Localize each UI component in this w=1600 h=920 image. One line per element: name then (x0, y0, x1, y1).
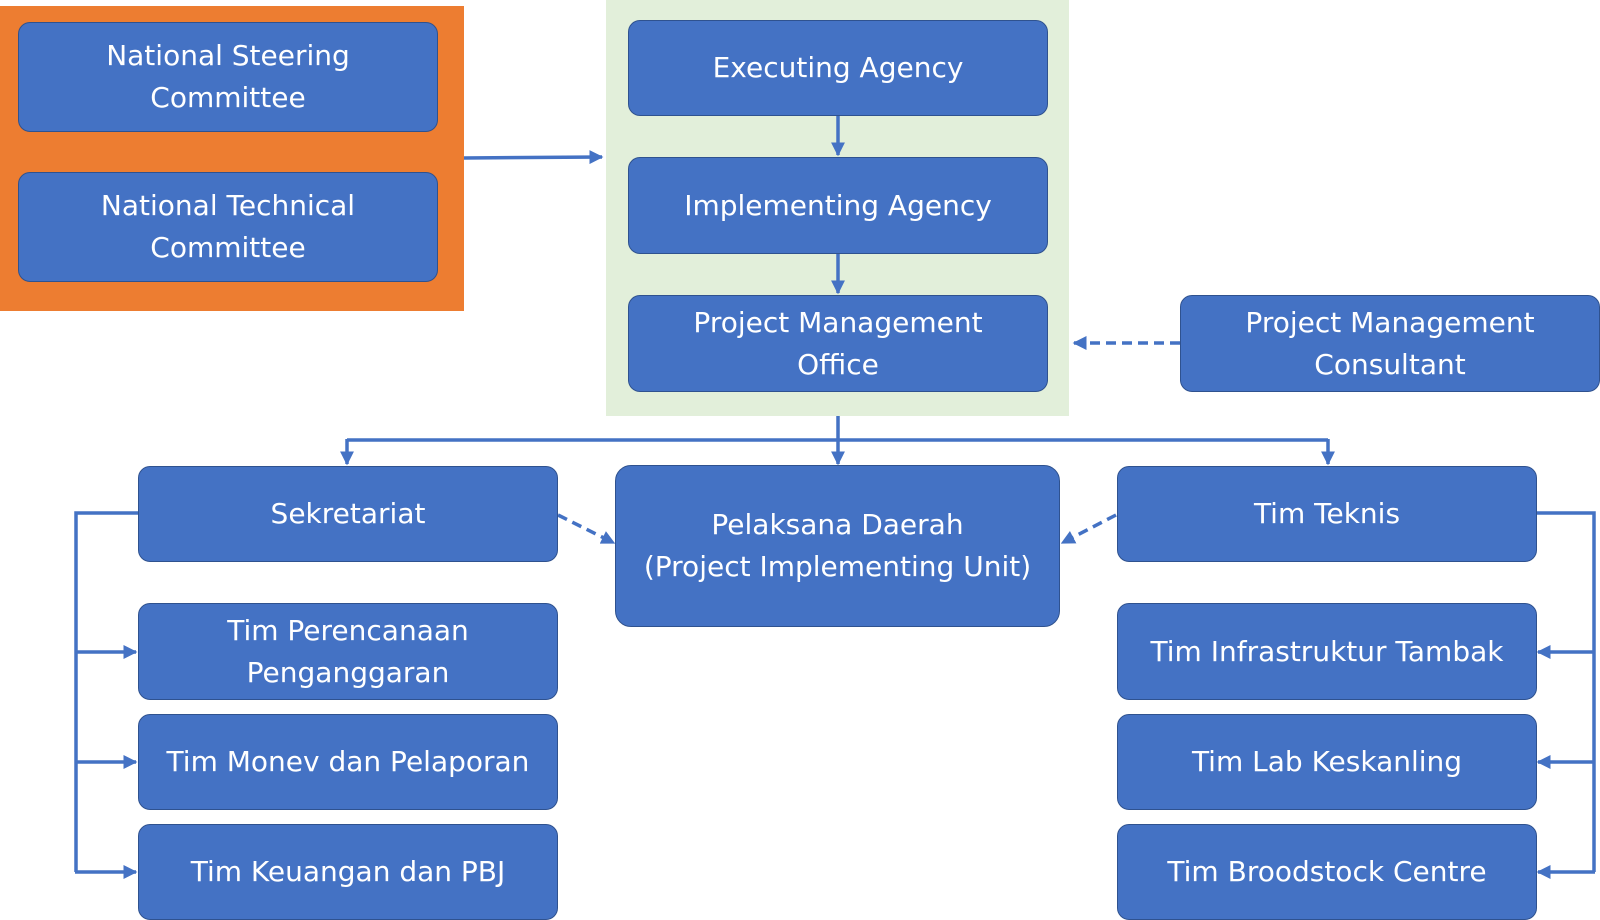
arrow-teknis-to-pelaksana (1060, 513, 1117, 545)
node-executing-agency: Executing Agency (628, 20, 1048, 116)
node-label: Executing Agency (712, 51, 964, 84)
node-label: Project Management Consultant (1245, 305, 1535, 381)
node-pelaksana-daerah: Pelaksana Daerah (Project Implementing U… (615, 465, 1060, 627)
node-label: Tim Perencanaan Penganggaran (227, 613, 469, 689)
node-tim-perencanaan-penganggaran: Tim Perencanaan Penganggaran (138, 603, 558, 700)
node-label: Tim Lab Keskanling (1191, 745, 1463, 778)
node-national-steering-committee: National Steering Committee (18, 22, 438, 132)
node-label: Tim Teknis (1253, 497, 1401, 530)
node-tim-monev-dan-pelaporan: Tim Monev dan Pelaporan (138, 714, 558, 810)
node-label: Pelaksana Daerah (Project Implementing U… (643, 508, 1032, 583)
node-label: Tim Broodstock Centre (1167, 855, 1487, 888)
node-project-management-consultant: Project Management Consultant (1180, 295, 1600, 392)
connector-left-bracket (74, 511, 138, 872)
node-tim-keuangan-dan-pbj: Tim Keuangan dan PBJ (138, 824, 558, 920)
node-tim-infrastruktur-tambak: Tim Infrastruktur Tambak (1117, 603, 1537, 700)
node-label: Tim Keuangan dan PBJ (190, 855, 506, 888)
node-label: Tim Infrastruktur Tambak (1150, 634, 1504, 668)
node-implementing-agency: Implementing Agency (628, 157, 1048, 254)
connector-distribution-bar (347, 416, 1328, 442)
node-label: Implementing Agency (684, 188, 992, 222)
node-project-management-office: Project Management Office (628, 295, 1048, 392)
node-label: Tim Monev dan Pelaporan (166, 745, 530, 778)
node-tim-broodstock-centre: Tim Broodstock Centre (1117, 824, 1537, 920)
node-tim-lab-keskanling: Tim Lab Keskanling (1117, 714, 1537, 810)
connector-right-bracket (1536, 511, 1596, 872)
node-tim-teknis: Tim Teknis (1117, 466, 1537, 562)
node-label: National Steering Committee (106, 39, 350, 114)
node-label: National Technical Committee (100, 189, 356, 264)
node-sekretariat: Sekretariat (138, 466, 558, 562)
node-national-technical-committee: National Technical Committee (18, 172, 438, 282)
arrow-committees-to-agencies (463, 150, 604, 165)
node-label: Sekretariat (270, 497, 426, 530)
arrow-sekretariat-to-pelaksana (557, 513, 616, 545)
node-label: Project Management Office (693, 305, 983, 381)
